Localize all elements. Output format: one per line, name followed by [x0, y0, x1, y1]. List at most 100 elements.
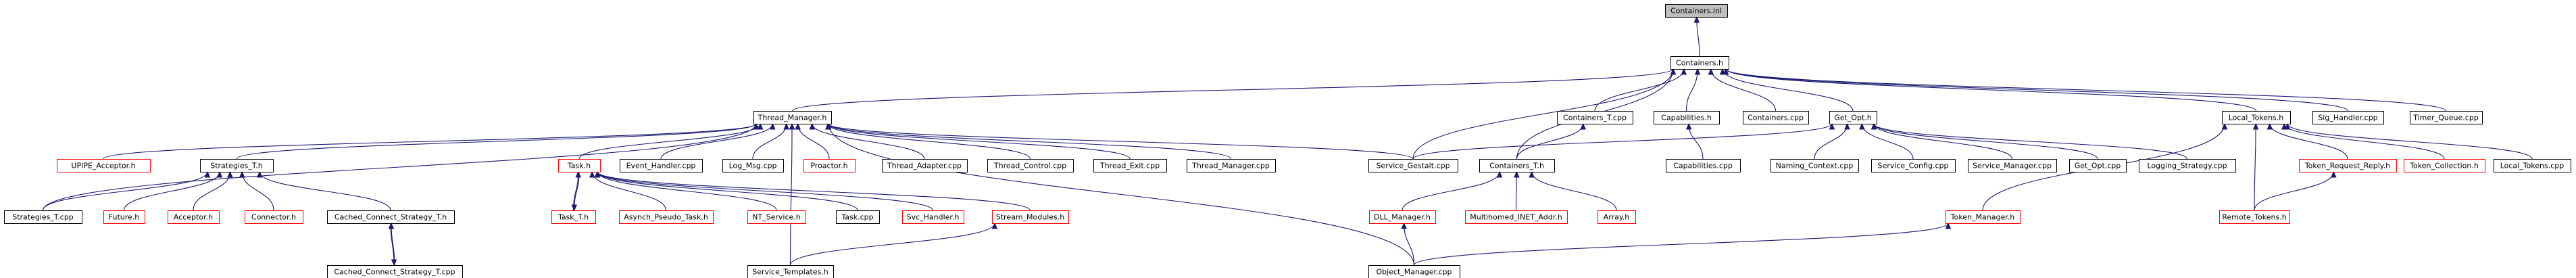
- node-future-h[interactable]: Future.h: [103, 210, 145, 224]
- node-service-manager-cpp[interactable]: Service_Manager.cpp: [1968, 159, 2057, 172]
- node-label: Token_Request_Reply.h: [2304, 162, 2390, 170]
- node-token-request-reply-h[interactable]: Token_Request_Reply.h: [2299, 159, 2397, 172]
- node-sig-handler-cpp[interactable]: Sig_Handler.cpp: [2312, 111, 2384, 124]
- edge-connector-h-to-strategies-t-h: [241, 171, 274, 211]
- node-local-tokens-h[interactable]: Local_Tokens.h: [2222, 111, 2291, 124]
- node-label: Thread_Adapter.cpp: [887, 162, 962, 170]
- node-upipe-acceptor-h[interactable]: UPIPE_Acceptor.h: [57, 159, 151, 172]
- node-label: Containers_T.h: [1489, 162, 1544, 170]
- node-get-opt-cpp[interactable]: Get_Opt.cpp: [2069, 159, 2127, 172]
- node-naming-context-cpp[interactable]: Naming_Context.cpp: [1770, 159, 1859, 172]
- node-task-cpp[interactable]: Task.cpp: [836, 210, 880, 224]
- node-strategies-t-h[interactable]: Strategies_T.h: [200, 159, 274, 172]
- edge-thread-manager-cpp-to-thread-manager-h: [828, 123, 1232, 160]
- node-token-collection-h[interactable]: Token_Collection.h: [2404, 159, 2485, 172]
- edge-get-opt-h-to-containers-h: [1722, 68, 1854, 112]
- arrowhead-asynch-pseudo-task-h-to-task-h: [589, 170, 595, 178]
- edge-token-collection-h-to-local-tokens-h: [2283, 123, 2445, 160]
- node-multihomed-inet-addr-h[interactable]: Multihomed_INET_Addr.h: [1465, 210, 1568, 224]
- node-token-manager-h[interactable]: Token_Manager.h: [1946, 210, 2021, 224]
- node-connector-h[interactable]: Connector.h: [245, 210, 303, 224]
- node-logging-strategy-cpp[interactable]: Logging_Strategy.cpp: [2139, 159, 2236, 172]
- node-thread-control-cpp[interactable]: Thread_Control.cpp: [987, 159, 1074, 172]
- arrowhead-array-h-to-containers-t-h: [1529, 170, 1535, 178]
- node-label: Proactor.h: [810, 162, 847, 170]
- node-box: [747, 210, 806, 224]
- node-cached-connect-strategy-t-cpp[interactable]: Cached_Connect_Strategy_T.cpp: [327, 265, 463, 278]
- node-label: Get_Opt.h: [1834, 114, 1872, 122]
- node-box: [245, 210, 303, 224]
- arrowhead-strategies-t-cpp-to-strategies-t-h: [204, 170, 211, 178]
- node-object-manager-cpp[interactable]: Object_Manager.cpp: [1368, 265, 1460, 278]
- edge-containers-t-cpp-to-containers-h: [1594, 68, 1685, 112]
- edge-logging-strategy-cpp-to-get-opt-h: [1873, 123, 2188, 160]
- node-label: Task.h: [567, 162, 591, 170]
- node-label: Task.cpp: [841, 213, 873, 222]
- node-timer-queue-cpp[interactable]: Timer_Queue.cpp: [2410, 111, 2483, 124]
- node-local-tokens-cpp[interactable]: Local_Tokens.cpp: [2494, 159, 2571, 172]
- edge-array-h-to-containers-t-h: [1531, 171, 1617, 211]
- arrowhead-connector-h-to-strategies-t-h: [239, 170, 245, 178]
- node-label: Containers.inl: [1670, 7, 1722, 16]
- edge-get-opt-cpp-to-get-opt-h: [1873, 123, 2098, 160]
- node-box: [327, 265, 463, 278]
- node-box: [2299, 159, 2397, 172]
- node-task-h[interactable]: Task.h: [558, 159, 601, 172]
- node-label: Asynch_Pseudo_Task.h: [624, 213, 708, 222]
- node-box: [2312, 111, 2384, 124]
- edge-stream-modules-h-to-task-h: [597, 171, 1031, 211]
- node-containers-t-cpp[interactable]: Containers_T.cpp: [1557, 111, 1633, 124]
- node-event-handler-cpp[interactable]: Event_Handler.cpp: [620, 159, 703, 172]
- arrowhead-naming-context-cpp-to-get-opt-h: [1844, 122, 1850, 130]
- node-containers-cpp[interactable]: Containers.cpp: [1743, 111, 1809, 124]
- node-nt-service-h[interactable]: NT_Service.h: [747, 210, 806, 224]
- node-label: DLL_Manager.h: [1374, 213, 1431, 222]
- node-get-opt-h[interactable]: Get_Opt.h: [1829, 111, 1877, 124]
- node-label: Service_Config.cpp: [1878, 162, 1949, 170]
- node-asynch-pseudo-task-h[interactable]: Asynch_Pseudo_Task.h: [619, 210, 714, 224]
- edge-cached-connect-strategy-t-h-to-cached-connect-strategy-t-cpp: [390, 223, 395, 266]
- node-label: Capabilities.h: [1661, 114, 1712, 122]
- node-stream-modules-h[interactable]: Stream_Modules.h: [992, 210, 1069, 224]
- edge-asynch-pseudo-task-h-to-task-h: [591, 171, 667, 211]
- node-label: Service_Gestalt.cpp: [1376, 162, 1450, 170]
- arrowhead-service-config-cpp-to-get-opt-h: [1859, 122, 1865, 130]
- node-service-templates-h[interactable]: Service_Templates.h: [747, 265, 834, 278]
- node-thread-manager-cpp[interactable]: Thread_Manager.cpp: [1187, 159, 1276, 172]
- node-containers-h[interactable]: Containers.h: [1670, 56, 1729, 70]
- node-label: Containers.h: [1676, 59, 1723, 68]
- node-log-msg-cpp[interactable]: Log_Msg.cpp: [722, 159, 784, 172]
- node-svc-handler-h[interactable]: Svc_Handler.h: [902, 210, 964, 224]
- edge-local-tokens-h-to-containers-h: [1725, 68, 2257, 112]
- node-containers-inl[interactable]: Containers.inl: [1665, 4, 1728, 18]
- node-thread-adapter-cpp[interactable]: Thread_Adapter.cpp: [882, 159, 968, 172]
- node-remote-tokens-h[interactable]: Remote_Tokens.h: [2219, 210, 2290, 224]
- node-dll-manager-h[interactable]: DLL_Manager.h: [1369, 210, 1436, 224]
- node-service-config-cpp[interactable]: Service_Config.cpp: [1871, 159, 1956, 172]
- edge-service-config-cpp-to-get-opt-h: [1861, 123, 1914, 160]
- node-label: Acceptor.h: [174, 213, 213, 222]
- edge-multihomed-inet-addr-h-to-containers-t-h: [1515, 171, 1517, 211]
- node-label: Capabilities.cpp: [1673, 162, 1733, 170]
- node-thread-exit-cpp[interactable]: Thread_Exit.cpp: [1093, 159, 1167, 172]
- node-thread-manager-h[interactable]: Thread_Manager.h: [753, 111, 832, 124]
- node-box: [1770, 159, 1859, 172]
- arrowhead-containers-t-h-to-containers-t-cpp: [1580, 122, 1586, 130]
- node-proactor-h[interactable]: Proactor.h: [803, 159, 856, 172]
- edge-service-templates-h-to-stream-modules-h: [789, 223, 995, 266]
- node-array-h[interactable]: Array.h: [1597, 210, 1636, 224]
- node-capabilities-cpp[interactable]: Capabilities.cpp: [1666, 159, 1741, 172]
- node-task-t-h[interactable]: Task_T.h: [551, 210, 596, 224]
- node-capabilities-h[interactable]: Capabilities.h: [1654, 111, 1720, 124]
- node-service-gestalt-cpp[interactable]: Service_Gestalt.cpp: [1368, 159, 1458, 172]
- node-label: Token_Collection.h: [2409, 162, 2479, 170]
- node-box: [747, 265, 834, 278]
- arrowhead-stream-modules-h-to-task-h: [594, 170, 601, 178]
- node-strategies-t-cpp[interactable]: Strategies_T.cpp: [4, 210, 82, 224]
- node-containers-t-h[interactable]: Containers_T.h: [1479, 159, 1555, 172]
- node-cached-connect-strategy-t-h[interactable]: Cached_Connect_Strategy_T.h: [327, 210, 455, 224]
- arrowhead-cached-connect-strategy-t-cpp-to-cached-connect-strategy-t-h: [388, 222, 395, 229]
- node-acceptor-h[interactable]: Acceptor.h: [168, 210, 220, 224]
- node-box: [57, 159, 151, 172]
- node-box: [1465, 210, 1568, 224]
